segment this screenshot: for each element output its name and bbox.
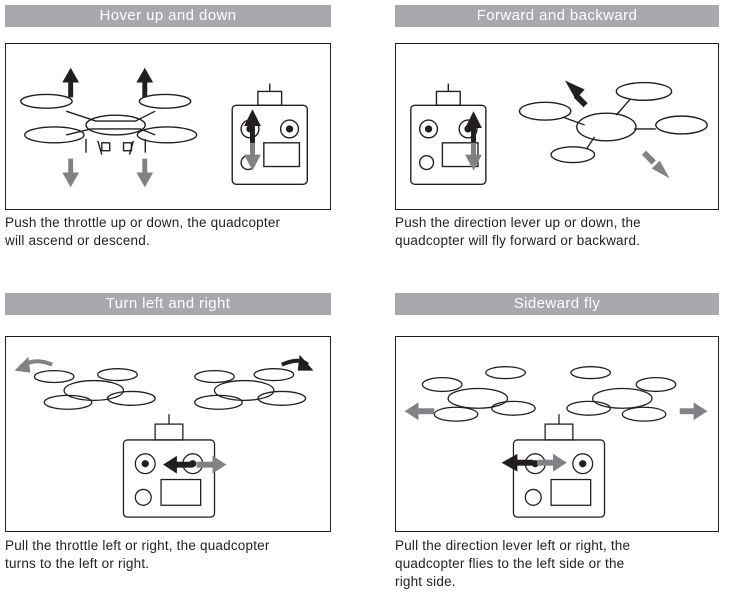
- caption-line: quadcopter will fly forward or backward.: [395, 233, 641, 248]
- illustration-sideward: [395, 336, 719, 532]
- caption-line: Pull the throttle left or right, the qua…: [5, 538, 270, 553]
- illustration-forward-backward: [395, 43, 719, 210]
- section-header: Sideward fly: [395, 293, 719, 315]
- sideward-illustration: [404, 366, 708, 518]
- section-hover: Hover up and down: [5, 5, 331, 27]
- caption-forward-backward: Push the direction lever up or down, the…: [395, 214, 641, 250]
- caption-line: Push the direction lever up or down, the: [395, 215, 641, 230]
- caption-line: right side.: [395, 574, 456, 589]
- caption-line: quadcopter flies to the left side or the: [395, 556, 625, 571]
- section-header: Turn left and right: [5, 293, 331, 315]
- section-header: Hover up and down: [5, 5, 331, 27]
- caption-line: will ascend or descend.: [5, 233, 150, 248]
- illustration-turn: [5, 336, 331, 532]
- section-forward-backward: Forward and backward: [395, 5, 719, 27]
- caption-line: turns to the left or right.: [5, 556, 150, 571]
- caption-hover: Push the throttle up or down, the quadco…: [5, 214, 280, 250]
- caption-sideward: Pull the direction lever left or right, …: [395, 537, 630, 591]
- caption-turn: Pull the throttle left or right, the qua…: [5, 537, 270, 573]
- caption-line: Pull the direction lever left or right, …: [395, 538, 631, 553]
- forward-backward-illustration: [410, 80, 708, 185]
- section-sideward: Sideward fly: [395, 293, 719, 315]
- section-turn: Turn left and right: [5, 293, 331, 315]
- hover-illustration: [20, 67, 309, 188]
- illustration-hover: [5, 43, 331, 210]
- section-header: Forward and backward: [395, 5, 719, 27]
- turn-illustration: [14, 354, 314, 518]
- caption-line: Push the throttle up or down, the quadco…: [5, 215, 281, 230]
